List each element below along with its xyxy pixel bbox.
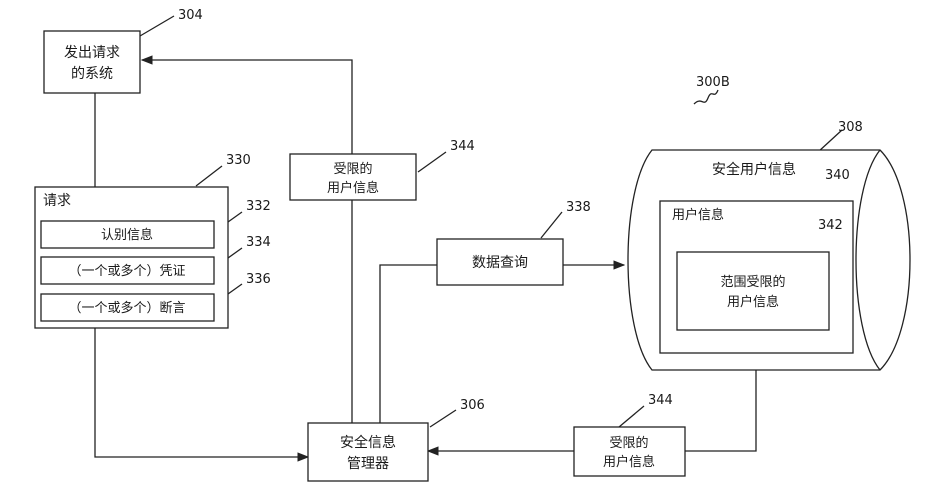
svg-text:（一个或多个）断言: （一个或多个）断言 [68, 300, 185, 316]
connector-request-to-manager [95, 328, 308, 457]
svg-text:用户信息: 用户信息 [603, 454, 655, 470]
ref-344-bottom: 344 [648, 393, 673, 408]
ref-342: 342 [818, 218, 843, 233]
figure-label: 300B [696, 75, 730, 90]
svg-text:范围受限的: 范围受限的 [720, 274, 785, 290]
scoped-user-info-box: 范围受限的 用户信息 [677, 252, 829, 330]
request-item-id-info: 认别信息 [41, 221, 214, 248]
svg-text:认别信息: 认别信息 [101, 227, 153, 243]
svg-text:数据查询: 数据查询 [472, 255, 528, 271]
ref-334: 334 [246, 235, 271, 250]
ref-336: 336 [246, 272, 271, 287]
ref-306: 306 [460, 398, 485, 413]
svg-text:的系统: 的系统 [71, 66, 113, 82]
figure-label-squiggle [694, 90, 718, 104]
request-item-credentials: （一个或多个）凭证 [41, 257, 214, 284]
svg-text:安全用户信息: 安全用户信息 [712, 161, 796, 178]
svg-text:用户信息: 用户信息 [727, 294, 779, 310]
restricted-info-bottom-box: 受限的 用户信息 [574, 427, 685, 476]
connector-store-to-manager [685, 370, 756, 451]
ref-332: 332 [246, 199, 271, 214]
svg-text:请求: 请求 [43, 193, 71, 209]
request-item-assertions: （一个或多个）断言 [41, 294, 214, 321]
svg-text:用户信息: 用户信息 [327, 180, 379, 196]
data-query-box: 数据查询 [437, 239, 563, 285]
svg-text:发出请求: 发出请求 [64, 45, 120, 61]
svg-text:受限的: 受限的 [609, 435, 648, 451]
svg-text:（一个或多个）凭证: （一个或多个）凭证 [68, 263, 185, 279]
ref-304: 304 [178, 8, 203, 23]
svg-text:用户信息: 用户信息 [672, 207, 724, 223]
security-info-manager-box: 安全信息 管理器 [308, 423, 428, 481]
ref-338: 338 [566, 200, 591, 215]
svg-text:安全信息: 安全信息 [340, 434, 396, 451]
restricted-info-top-box: 受限的 用户信息 [290, 154, 416, 200]
request-box: 请求 认别信息 （一个或多个）凭证 （一个或多个）断言 [35, 187, 228, 328]
requesting-system-box: 发出请求 的系统 [44, 31, 140, 93]
ref-340: 340 [825, 168, 850, 183]
secure-user-info-store: 安全用户信息 用户信息 范围受限的 用户信息 [628, 150, 910, 370]
ref-308: 308 [838, 120, 863, 135]
svg-text:管理器: 管理器 [347, 456, 389, 472]
ref-344-top: 344 [450, 139, 475, 154]
svg-text:受限的: 受限的 [333, 161, 372, 177]
connector-manager-to-store [380, 265, 624, 423]
ref-330: 330 [226, 153, 251, 168]
